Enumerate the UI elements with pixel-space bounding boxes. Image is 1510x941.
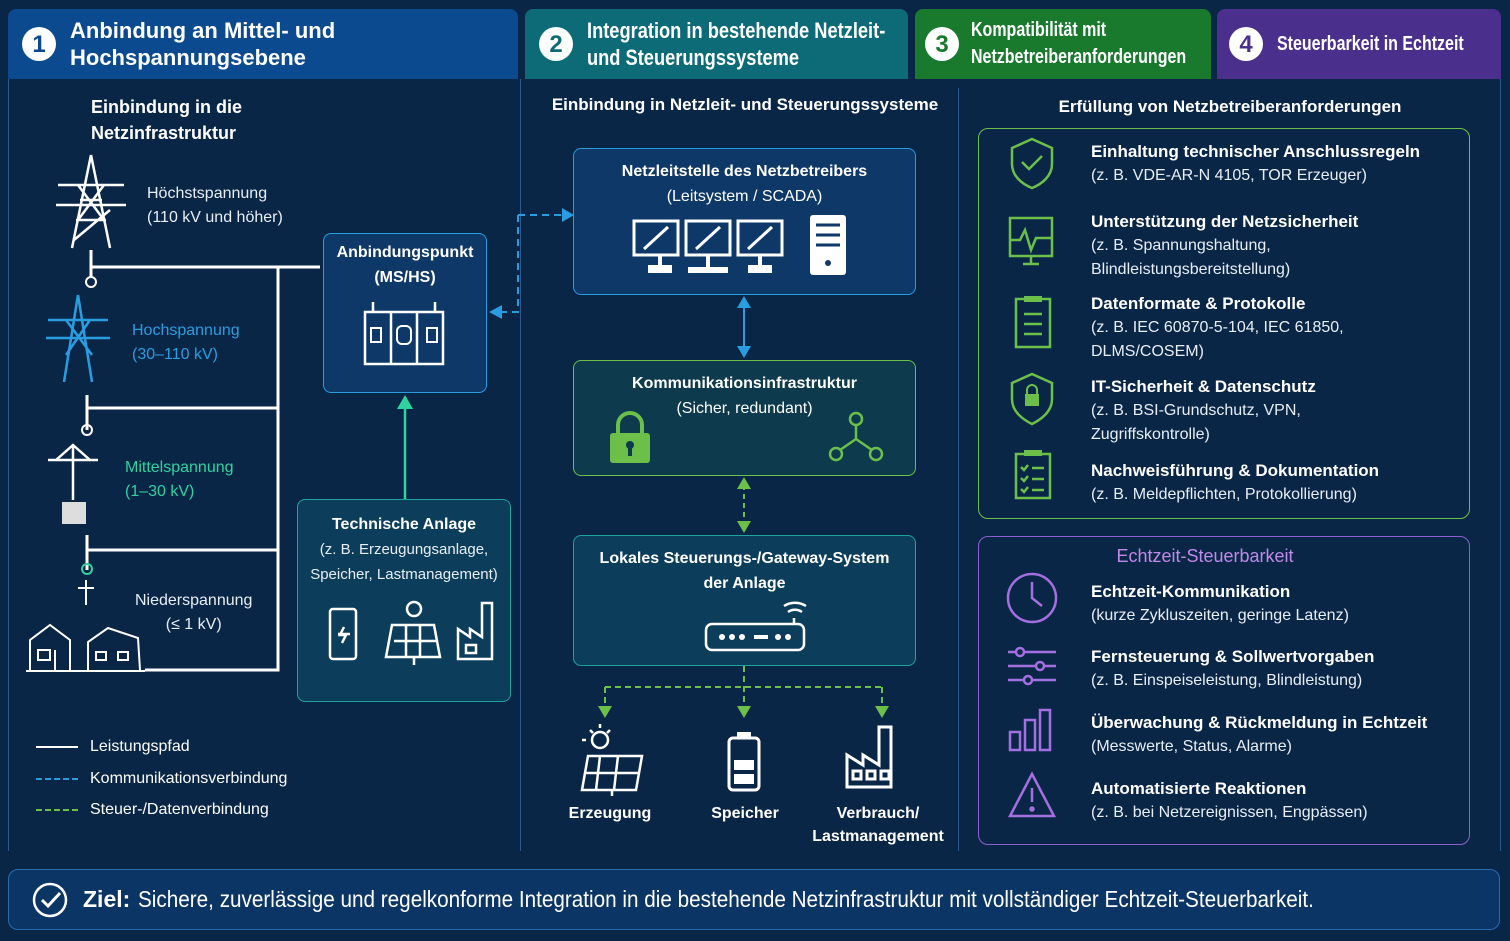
header-section-3: 3 Kompatibilität mit Netzbetreiberanforde… [915, 9, 1211, 79]
step-number: 1 [22, 27, 56, 61]
scada-monitors-icon [632, 215, 846, 275]
shield-check-icon [1010, 137, 1054, 190]
bar-chart-icon [1008, 708, 1052, 752]
transformer-icon [62, 502, 86, 524]
check-circle-icon [32, 882, 68, 917]
divider [8, 79, 9, 851]
target-label: Speicher [711, 805, 779, 822]
header-title: Kompatibilität mit Netzbetreiberanforder… [971, 19, 1187, 68]
section-title: Einbindung in Netzleit- und Steuerungssy… [551, 95, 939, 114]
clipboard-icon [1014, 297, 1052, 349]
monitor-pulse-icon [1008, 216, 1054, 266]
realtime-icons [1006, 572, 1058, 818]
goal-banner: Ziel: Sichere, zuverlässige und regelkon… [8, 869, 1500, 930]
divider [958, 88, 959, 851]
kommunikation-box: Kommunikationsinfrastruktur(Sicher, redu… [573, 360, 916, 476]
pole-icon [78, 580, 94, 605]
voltage-level-label: Niederspannung(≤ 1 kV) [135, 592, 253, 633]
legend-item: Kommunikationsverbindung [36, 770, 287, 788]
battery-icon [727, 732, 761, 792]
tower-icon [56, 154, 126, 249]
requirements-panel [978, 128, 1470, 519]
house-icon [26, 623, 145, 672]
header-section-2: 2 Integration in bestehende Netzleit- und… [525, 9, 908, 79]
requirement-item: Nachweisführung & Dokumentation(z. B. Me… [1091, 461, 1380, 503]
section-title: Erfüllung von Netzbetreiberanforderungen [1058, 97, 1402, 116]
network-icon [828, 411, 884, 462]
requirement-item: IT-Sicherheit & Datenschutz(z. B. BSI-Gr… [1091, 377, 1316, 443]
realtime-item: Echtzeit-Kommunikation(kurze Zykluszeite… [1091, 582, 1349, 624]
bidirectional-arrow [737, 296, 751, 358]
goal-text: Sichere, zuverlässige und regelkonforme … [138, 886, 1315, 912]
header-section-4: 4 Steuerbarkeit in Echtzeit [1217, 9, 1501, 79]
goal-label: Ziel: [83, 886, 131, 912]
clipboard-check-icon [1014, 452, 1052, 500]
switchgear-icon [363, 302, 445, 366]
netzleitstelle-box: Netzleitstelle des Netzbetreibers(Leitsy… [573, 148, 916, 295]
header-title: Integration in bestehende Netzleit- und … [587, 18, 886, 70]
step-number: 4 [1229, 27, 1263, 61]
voltage-level-label: Höchstspannung(110 kV und höher) [147, 185, 283, 226]
warning-icon [1007, 771, 1057, 818]
power-arrow [397, 395, 413, 500]
communication-link [489, 208, 574, 319]
header-section-1: 1 Anbindung an Mittel- und Hochspannungse… [8, 9, 518, 79]
router-icon [704, 601, 807, 652]
solar-panel-icon [580, 724, 644, 796]
clock-icon [1006, 572, 1058, 624]
requirement-item: Einhaltung technischer Anschlussregeln(z… [1091, 142, 1421, 184]
factory-icon [456, 601, 494, 661]
lock-icon [610, 411, 650, 463]
requirement-item: Datenformate & Protokolle(z. B. IEC 6087… [1091, 294, 1344, 360]
gateway-box: Lokales Steuerungs-/Gateway-System der A… [573, 535, 916, 666]
voltage-level-label: Hochspannung(30–110 kV) [132, 322, 240, 363]
step-number: 2 [539, 27, 573, 61]
pole-icon [48, 443, 98, 500]
control-links [598, 666, 889, 718]
factory-icon [845, 725, 893, 789]
target-label: Erzeugung [568, 805, 652, 822]
realtime-item: Fernsteuerung & Sollwertvorgaben(z. B. E… [1091, 647, 1375, 689]
grid-diagram [26, 154, 320, 672]
section-title: Einbindung in die Netzinfrastruktur [91, 97, 242, 143]
tower-icon [46, 294, 110, 383]
technische-anlage-box: Technische Anlage (z. B. Erzeugungsanlag… [297, 499, 511, 702]
shield-lock-icon [1010, 372, 1054, 426]
battery-icon [328, 607, 358, 661]
solar-panel-icon [384, 600, 442, 665]
realtime-item: Überwachung & Rückmeldung in Echtzeit(Me… [1091, 713, 1428, 755]
realtime-item: Automatisierte Reaktionen(z. B. bei Netz… [1091, 779, 1368, 821]
section-title: Echtzeit-Steuerbarkeit [1116, 546, 1294, 566]
realtime-panel [978, 536, 1470, 845]
divider [1500, 79, 1501, 851]
anlage-icons [328, 600, 494, 665]
requirement-item: Unterstützung der Netzsicherheit(z. B. S… [1091, 212, 1359, 278]
sliders-icon [1008, 646, 1056, 686]
voltage-level-label: Mittelspannung(1–30 kV) [125, 459, 234, 500]
requirement-icons [1008, 137, 1054, 500]
step-number: 3 [925, 27, 959, 61]
target-label: Verbrauch/ Lastmanagement [812, 805, 944, 845]
power-path [85, 250, 320, 672]
legend-item: Leistungspfad [36, 738, 190, 756]
divider [520, 79, 521, 851]
header-title: Steuerbarkeit in Echtzeit [1277, 32, 1464, 55]
header-title: Anbindung an Mittel- und Hochspannungseb… [70, 18, 336, 70]
anbindungspunkt-box: Anbindungspunkt(MS/HS) [323, 233, 487, 393]
legend-item: Steuer-/Datenverbindung [36, 801, 269, 819]
bidirectional-arrow [737, 477, 751, 533]
